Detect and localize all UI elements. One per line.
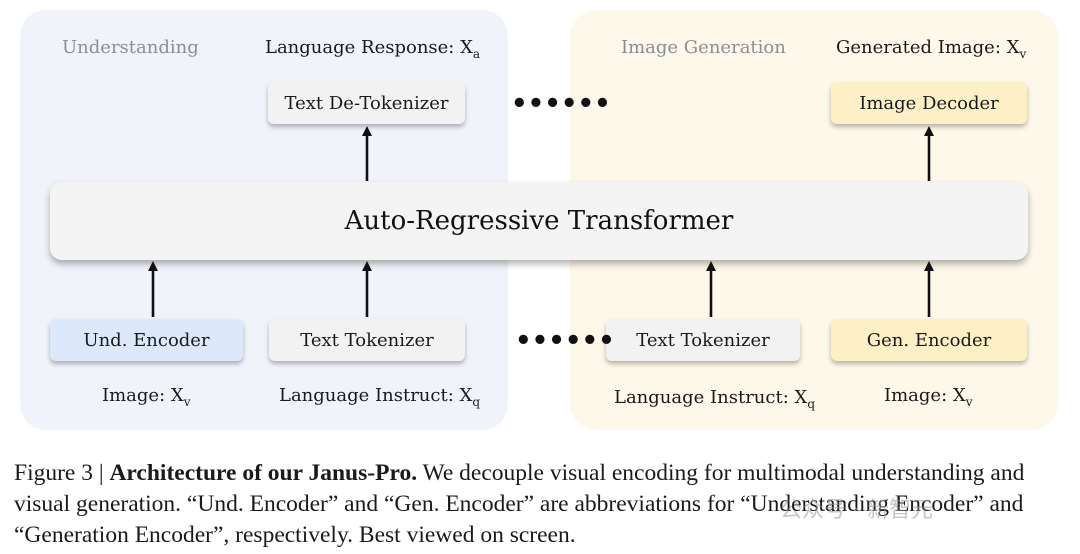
gen-image-label: Image: Xv — [884, 385, 973, 409]
language-response-label: Language Response: Xa — [265, 37, 481, 61]
text-tokenizer-box-gen: Text Tokenizer — [606, 319, 800, 361]
caption-text: We decouple visual encoding for multimod… — [14, 460, 1025, 548]
understanding-title: Understanding — [62, 37, 199, 58]
und-instruct-label: Language Instruct: Xq — [279, 385, 480, 409]
figure-caption: Figure 3 | Architecture of our Janus-Pro… — [14, 458, 1074, 551]
auto-regressive-transformer: Auto-Regressive Transformer — [50, 182, 1028, 260]
generation-title: Image Generation — [621, 37, 786, 58]
watermark: 公众号 · 新智元 — [780, 498, 933, 523]
flow-arrows — [148, 126, 934, 317]
caption-prefix: Figure 3 | — [14, 460, 110, 486]
gen-instruct-label: Language Instruct: Xq — [614, 387, 815, 411]
text-detokenizer-box: Text De-Tokenizer — [268, 82, 465, 124]
text-tokenizer-box-und: Text Tokenizer — [269, 319, 465, 361]
image-decoder-box: Image Decoder — [831, 82, 1027, 124]
gen-encoder-box: Gen. Encoder — [831, 319, 1027, 361]
und-encoder-box: Und. Encoder — [50, 319, 243, 361]
generated-image-label: Generated Image: Xv — [836, 37, 1027, 61]
und-image-label: Image: Xv — [102, 385, 191, 409]
caption-bold: Architecture of our Janus-Pro. — [109, 460, 418, 486]
